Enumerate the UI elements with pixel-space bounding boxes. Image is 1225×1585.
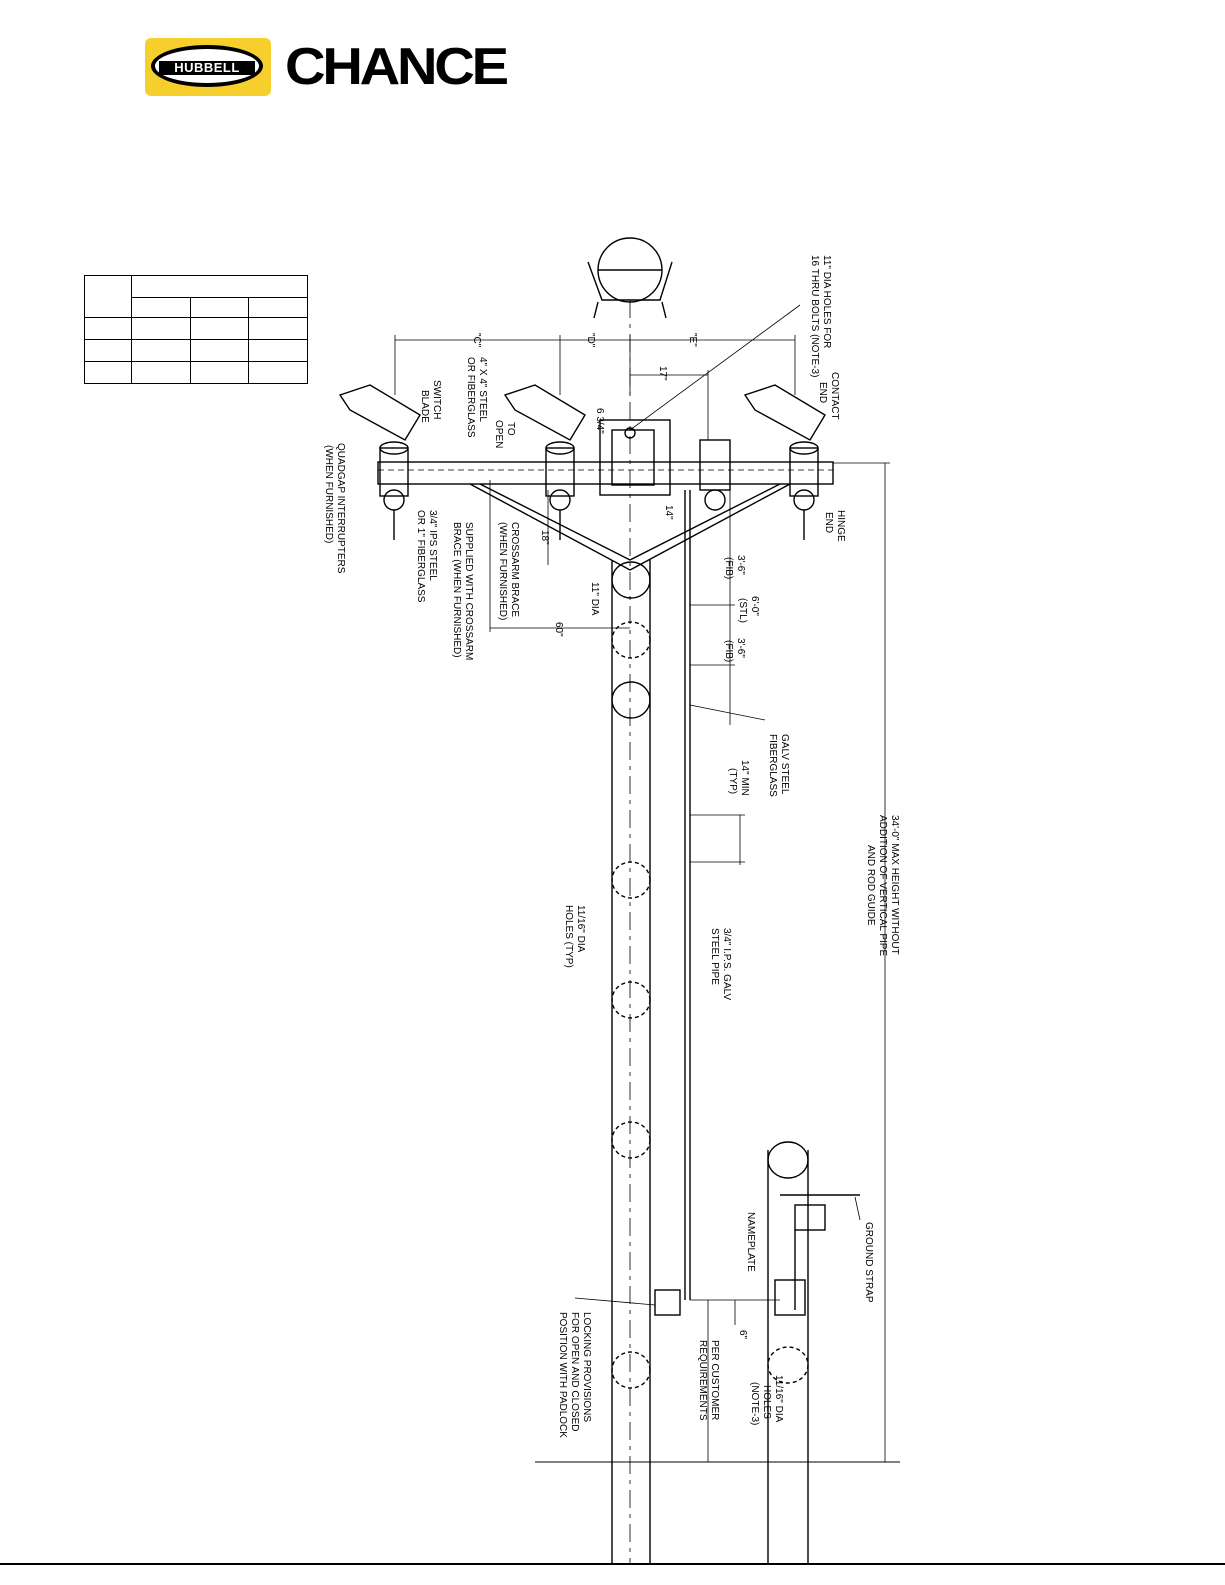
label-holes3-2: HOLES bbox=[761, 1385, 772, 1419]
label-hinge-end-2: END bbox=[823, 512, 834, 533]
switch-blade-left bbox=[338, 384, 421, 441]
table-row bbox=[84, 317, 308, 340]
label-steel-1: 4" X 4" STEEL bbox=[477, 357, 488, 422]
insulator-left bbox=[379, 441, 409, 540]
switch-blade-middle bbox=[503, 384, 586, 441]
hubbell-badge: HUBBELL bbox=[145, 38, 271, 96]
crossarm-brace bbox=[469, 483, 791, 571]
label-thru-bolts-1: 11" DIA HOLES FOR bbox=[821, 255, 832, 348]
hubbell-wordmark: HUBBELL bbox=[159, 61, 255, 75]
label-quadgap-1: QUADGAP INTERRUPTERS bbox=[335, 443, 346, 574]
label-dim-6-3-4: 6 3/4" bbox=[594, 408, 605, 434]
label-switch-1: SWITCH bbox=[431, 380, 442, 419]
table-row bbox=[84, 275, 308, 318]
label-dim-36-fib-b2: (FIB) bbox=[723, 640, 734, 662]
label-crossarm-2: (WHEN FURNISHED) bbox=[497, 522, 508, 620]
insulator-right bbox=[789, 441, 819, 540]
label-nameplate: NAMEPLATE bbox=[745, 1212, 756, 1272]
label-customer-2: REQUIREMENTS bbox=[697, 1340, 708, 1421]
table-row bbox=[84, 339, 308, 362]
insulator-middle bbox=[545, 441, 575, 540]
label-ground-strap: GROUND STRAP bbox=[863, 1222, 874, 1303]
label-quadgap-2: (WHEN FURNISHED) bbox=[323, 445, 334, 543]
label-holes-1: 11/16" DIA bbox=[575, 905, 586, 953]
label-pipe-2: STEEL PIPE bbox=[709, 928, 720, 985]
label-supplied-1: SUPPLIED WITH CROSSARM bbox=[463, 522, 474, 660]
hubbell-chance-logo: HUBBELL CHANCE bbox=[145, 38, 509, 96]
label-max-3: AND ROD GUIDE bbox=[865, 845, 876, 926]
label-dim-e: "E" bbox=[687, 333, 698, 347]
label-contact-end-1: CONTACT bbox=[829, 372, 840, 420]
label-max-1: 34'-0" MAX HEIGHT WITHOUT bbox=[889, 815, 900, 955]
label-dim-60: 60" bbox=[553, 622, 564, 637]
dimension-table bbox=[84, 275, 308, 384]
label-dim-36-fib-a1: 3'-6" bbox=[735, 555, 746, 575]
label-dim-d: "D" bbox=[585, 333, 596, 348]
label-ips-2: OR 1" FIBERGLASS bbox=[415, 510, 426, 603]
label-ips-1: 3/4" IPS STEEL bbox=[427, 510, 438, 581]
label-hinge-end-1: HINGE bbox=[835, 510, 846, 542]
label-holes3-3: (NOTE-3) bbox=[749, 1382, 760, 1425]
label-locking-3: POSITION WITH PADLOCK bbox=[557, 1312, 568, 1438]
label-dim-60-stl-1: 6'-0" bbox=[749, 596, 760, 616]
globe-oval-icon: HUBBELL bbox=[151, 45, 263, 87]
label-min14-2: (TYP) bbox=[727, 768, 738, 794]
switch-blade-right bbox=[743, 384, 826, 441]
drawing-labels: 11" DIA HOLES FOR 16 THRU BOLTS (NOTE-3)… bbox=[323, 255, 900, 1438]
footer-rule bbox=[0, 1563, 1225, 1565]
label-dia-11-16: 11" DIA bbox=[589, 582, 600, 616]
label-customer-1: PER CUSTOMER bbox=[709, 1340, 720, 1420]
label-pipe-1: 3/4" I.P.S. GALV bbox=[721, 928, 732, 1000]
label-galv-1: GALV STEEL bbox=[779, 734, 790, 795]
label-contact-end-2: END bbox=[817, 382, 828, 403]
label-switch-2: BLADE bbox=[419, 390, 430, 423]
label-supplied-2: BRACE (WHEN FURNISHED) bbox=[451, 522, 462, 658]
table-cell bbox=[84, 361, 132, 384]
label-min14-1: 14" MIN bbox=[739, 760, 750, 796]
table-row bbox=[84, 361, 308, 384]
label-locking-1: LOCKING PROVISIONS bbox=[581, 1312, 592, 1422]
label-dim-6: 6" bbox=[737, 1330, 748, 1340]
table-cell bbox=[248, 361, 308, 384]
label-dim-c: "C" bbox=[471, 333, 482, 348]
label-dim-36-fib-b1: 3'-6" bbox=[735, 638, 746, 658]
label-to-open-2: OPEN bbox=[493, 420, 504, 448]
chance-wordmark: CHANCE bbox=[285, 38, 509, 96]
label-max-2: ADDITION OF VERTICAL PIPE bbox=[877, 815, 888, 956]
label-galv-2: FIBERGLASS bbox=[767, 734, 778, 797]
label-crossarm-1: CROSSARM BRACE bbox=[509, 522, 520, 617]
label-dim-36-fib-a2: (FIB) bbox=[723, 557, 734, 579]
label-holes-2: HOLES (TYP) bbox=[563, 905, 574, 968]
label-thru-bolts-2: 16 THRU BOLTS (NOTE-3) bbox=[809, 255, 820, 377]
label-dim-17: 17" bbox=[657, 366, 668, 381]
label-to-open-1: TO bbox=[505, 422, 516, 436]
table-corner-cell bbox=[84, 275, 132, 318]
label-dim-14: 14" bbox=[663, 505, 674, 520]
label-steel-2: OR FIBERGLASS bbox=[465, 357, 476, 438]
crossarm bbox=[377, 461, 834, 485]
label-dim-18: 18" bbox=[539, 530, 550, 545]
label-holes3-1: 11/16" DIA bbox=[773, 1375, 784, 1423]
label-locking-2: FOR OPEN AND CLOSED bbox=[569, 1312, 580, 1431]
label-dim-60-stl-2: (STL) bbox=[737, 598, 748, 623]
